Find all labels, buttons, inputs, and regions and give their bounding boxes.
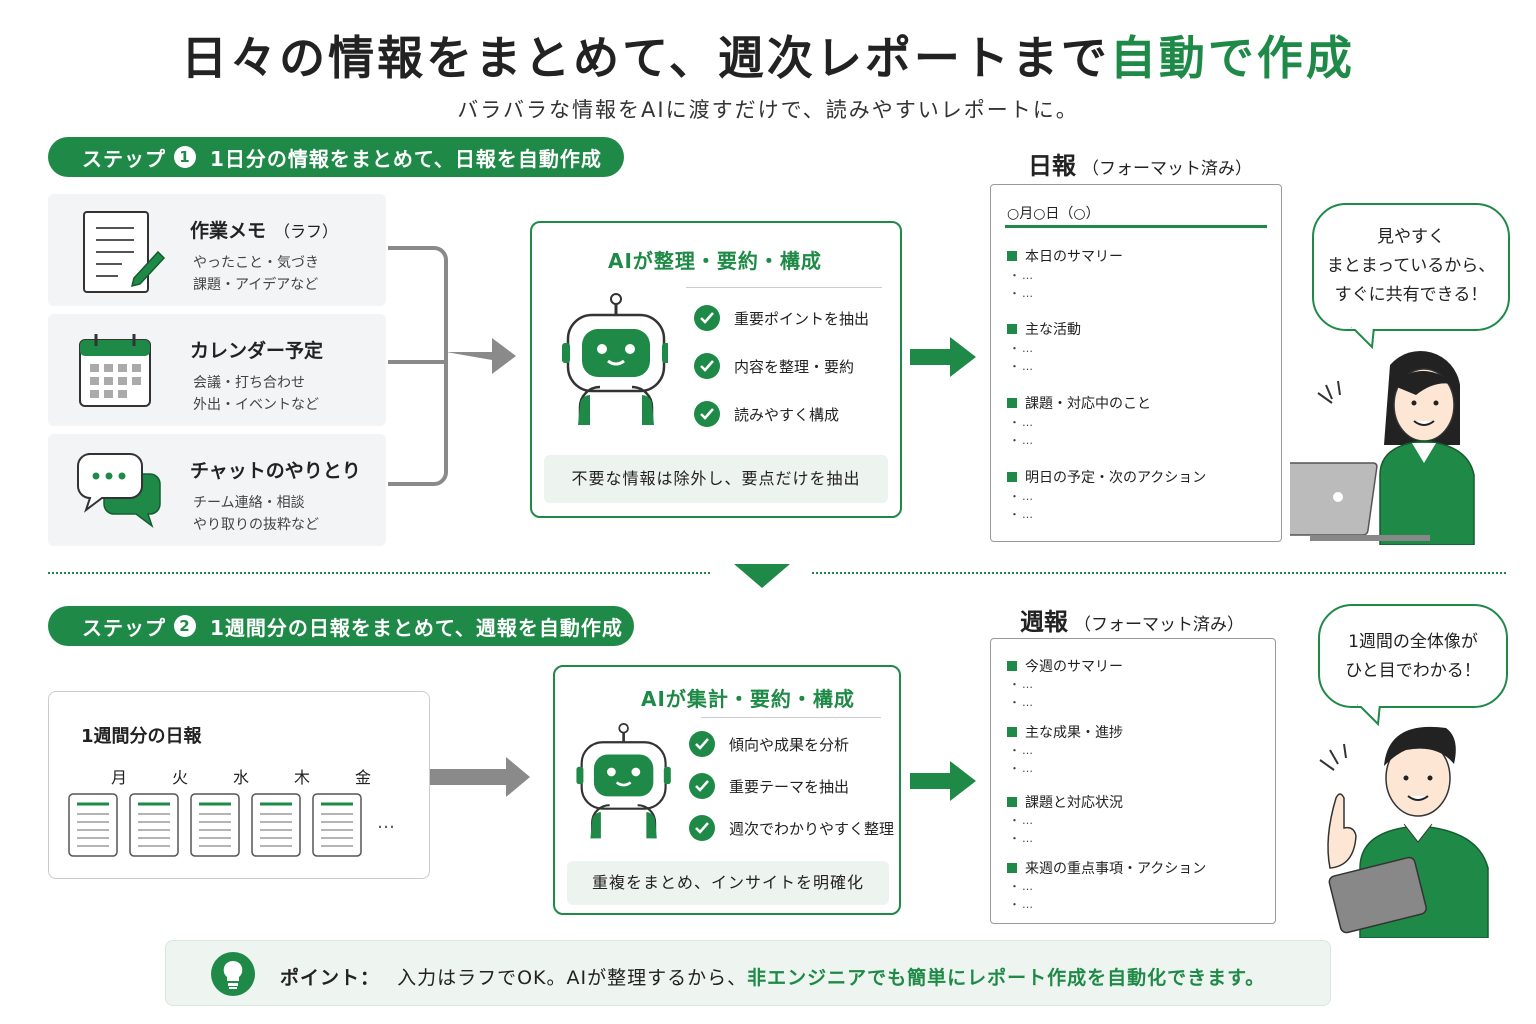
- calendar-icon: [79, 334, 151, 407]
- check-icon: [689, 815, 715, 841]
- day-label: 火: [171, 768, 188, 787]
- day-label: 金: [354, 768, 371, 787]
- page-title-accent: 自動で作成: [1109, 31, 1355, 85]
- step2-text: 1週間分の日報をまとめて、週報を自動作成: [210, 615, 623, 640]
- day-label: 木: [293, 768, 310, 787]
- step1-label: ステップ: [82, 146, 166, 171]
- speech-bubble-step1: 見やすくまとまっているから、すぐに共有できる！: [1312, 203, 1510, 331]
- source-title: 作業メモ（ラフ）: [190, 220, 339, 242]
- weekly-report-doc: 今週のサマリー ・…・… 主な成果・進捗 ・…・… 課題と対応状況 ・…・… 来…: [990, 638, 1276, 924]
- merge-connector: [388, 246, 516, 486]
- source-card-calendar: カレンダー予定 会議・打ち合わせ 外出・イベントなど: [48, 314, 386, 426]
- bubble-tail: [1351, 327, 1376, 349]
- point-banner: ポイント： 入力はラフでOK。AIが整理するから、非エンジニアでも簡単にレポート…: [165, 940, 1331, 1006]
- report-bullets: ・…・…: [1009, 744, 1035, 775]
- report-bullets: ・…・…: [1009, 416, 1035, 447]
- step1-text: 1日分の情報をまとめて、日報を自動作成: [210, 146, 602, 171]
- source-line: やったこと・気づき: [193, 255, 319, 271]
- report-bullets: ・…・…: [1009, 678, 1035, 709]
- arrow-down-icon: [734, 564, 790, 588]
- report-section: 来週の重点事項・アクション: [1007, 858, 1206, 878]
- ai-process-box-step2: AIが集計・要約・構成 傾向や成果を分析 重要テーマを抽出 週次でわかりやすく整…: [553, 665, 901, 915]
- check-icon: [694, 353, 720, 379]
- daily-report-doc: ○月○日（○） 本日のサマリー ・…・… 主な活動 ・…・… 課題・対応中のこと…: [990, 184, 1282, 542]
- check-item: 重要テーマを抽出: [689, 773, 849, 799]
- source-card-chat: チャットのやりとり チーム連絡・相談 やり取りの抜粋など: [48, 434, 386, 546]
- day-label: 水: [232, 768, 249, 787]
- divider: [701, 717, 881, 718]
- ai-title: AIが整理・要約・構成: [608, 249, 822, 273]
- report-bullets: ・…・…: [1009, 880, 1035, 911]
- lightbulb-icon: [211, 952, 255, 996]
- page-subtitle: バラバラな情報をAIに渡すだけで、読みやすいレポートに。: [457, 98, 1079, 122]
- step1-number: 1: [174, 146, 196, 168]
- divider: [1005, 225, 1267, 228]
- report-section: 課題・対応中のこと: [1007, 393, 1151, 413]
- ai-footer: 重複をまとめ、インサイトを明確化: [567, 861, 889, 905]
- arrow-right-icon: [910, 761, 976, 801]
- arrow-right-icon: [910, 337, 976, 377]
- ai-title: AIが集計・要約・構成: [641, 687, 855, 711]
- check-icon: [694, 305, 720, 331]
- step1-banner: ステップ 1 1日分の情報をまとめて、日報を自動作成: [48, 137, 624, 177]
- daily-report-thumbnails: [68, 792, 363, 858]
- more-indicator: …: [377, 812, 395, 833]
- step2-banner: ステップ 2 1週間分の日報をまとめて、週報を自動作成: [48, 606, 634, 646]
- robot-icon: [562, 293, 668, 425]
- check-icon: [689, 773, 715, 799]
- point-text: ポイント： 入力はラフでOK。AIが整理するから、非エンジニアでも簡単にレポート…: [280, 967, 1266, 989]
- speech-bubble-step2: 1週間の全体像がひと目でわかる！: [1318, 604, 1508, 708]
- check-icon: [694, 401, 720, 427]
- divider: [686, 287, 882, 288]
- page-title: 日々の情報をまとめて、週次レポートまで自動で作成: [181, 31, 1355, 85]
- weekly-input-box: 1週間分の日報 月 火 水 木 金 …: [48, 691, 430, 879]
- check-icon: [689, 731, 715, 757]
- report-section: 本日のサマリー: [1007, 246, 1123, 266]
- source-title: チャットのやりとり: [190, 460, 361, 482]
- source-line: 外出・イベントなど: [193, 397, 319, 413]
- source-title: カレンダー予定: [190, 340, 324, 362]
- robot-icon: [576, 723, 671, 839]
- check-item: 傾向や成果を分析: [689, 731, 849, 757]
- point-label: ポイント：: [280, 967, 381, 989]
- report-bullets: ・…・…: [1009, 269, 1035, 300]
- separator-right: [812, 572, 1506, 574]
- report-section: 明日の予定・次のアクション: [1007, 467, 1206, 487]
- check-item: 重要ポイントを抽出: [694, 305, 869, 331]
- day-label: 月: [110, 768, 127, 787]
- report-section: 主な活動: [1007, 319, 1081, 339]
- step2-label: ステップ: [82, 615, 166, 640]
- report-bullets: ・…・…: [1009, 814, 1035, 845]
- weekly-report-heading: 週報（フォーマット済み）: [1020, 608, 1244, 636]
- point-accent: 非エンジニアでも簡単にレポート作成を自動化できます。: [747, 967, 1266, 989]
- report-bullets: ・…・…: [1009, 490, 1035, 521]
- check-item: 読みやすく構成: [694, 401, 839, 427]
- ai-footer: 不要な情報は除外し、要点だけを抽出: [544, 455, 888, 503]
- man-tablet-illustration: [1319, 726, 1489, 938]
- report-date: ○月○日（○）: [1007, 206, 1100, 222]
- memo-icon: [83, 211, 166, 293]
- step2-number: 2: [174, 615, 196, 637]
- separator-left: [48, 572, 710, 574]
- woman-laptop-illustration: [1290, 350, 1475, 545]
- chat-icon: [77, 453, 161, 529]
- report-bullets: ・…・…: [1009, 342, 1035, 373]
- source-line: やり取りの抜粋など: [193, 517, 319, 533]
- report-section: 今週のサマリー: [1007, 656, 1123, 676]
- check-item: 内容を整理・要約: [694, 353, 854, 379]
- source-line: 課題・アイデアなど: [193, 277, 319, 293]
- report-section: 課題と対応状況: [1007, 792, 1123, 812]
- week-title: 1週間分の日報: [81, 726, 202, 747]
- ai-process-box-step1: AIが整理・要約・構成 重要ポイントを抽出 内容を整理・要約 読みやすく構成 不…: [530, 221, 902, 518]
- check-item: 週次でわかりやすく整理: [689, 815, 894, 841]
- daily-report-heading: 日報（フォーマット済み）: [1028, 152, 1252, 180]
- source-line: チーム連絡・相談: [193, 495, 305, 511]
- source-card-memo: 作業メモ（ラフ） やったこと・気づき 課題・アイデアなど: [48, 194, 386, 306]
- source-line: 会議・打ち合わせ: [193, 375, 305, 391]
- report-section: 主な成果・進捗: [1007, 722, 1123, 742]
- bubble-tail: [1357, 704, 1382, 726]
- arrow-right-gray-icon: [430, 757, 530, 797]
